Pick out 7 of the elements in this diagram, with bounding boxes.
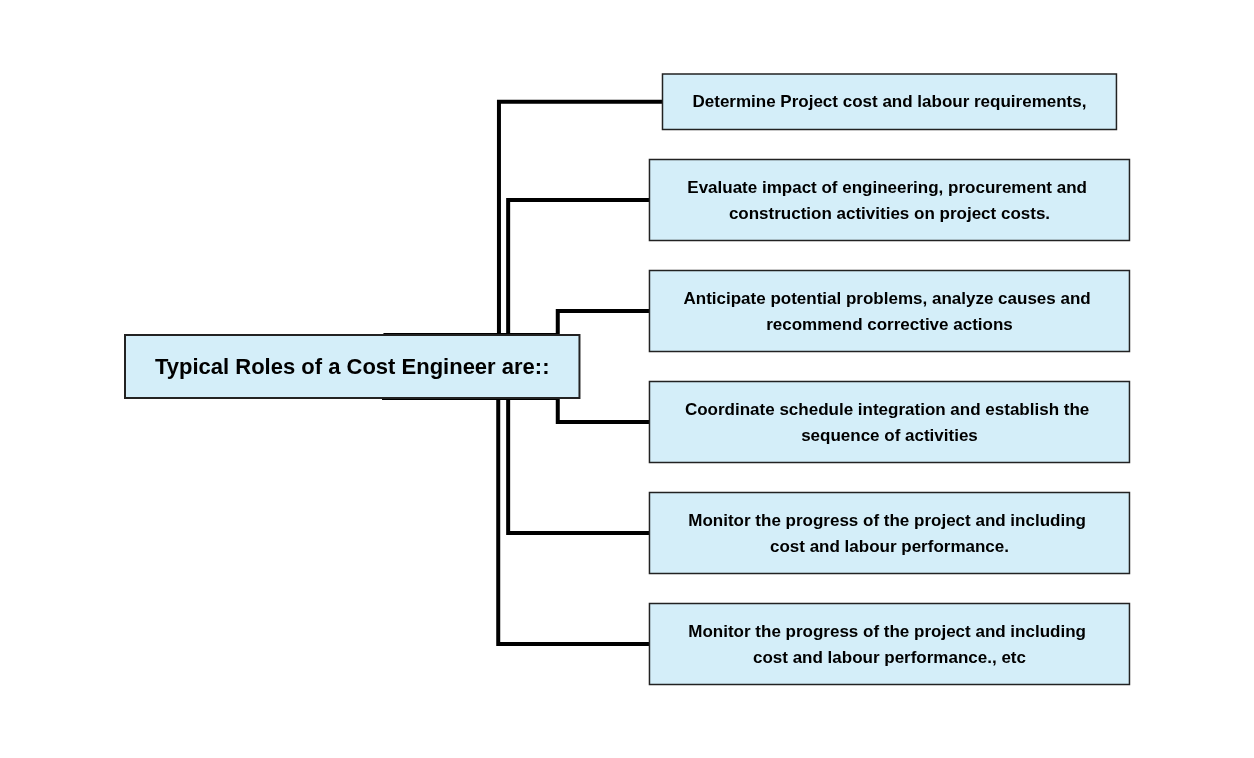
- node-box: Typical Roles of a Cost Engineer are::: [123, 333, 581, 399]
- node-box: Monitor the progress of the project and including cost and labour performance., etc: [648, 602, 1130, 685]
- node-box: Coordinate schedule integration and establish the sequence of activities: [648, 380, 1130, 463]
- node-box: Anticipate potential problems, analyze causes and recommend corrective actions: [648, 269, 1130, 352]
- node-box: Monitor the progress of the project and including cost and labour performance.: [648, 491, 1130, 574]
- node-box: Determine Project cost and labour requirements,: [661, 73, 1117, 130]
- node-box: Evaluate impact of engineering, procurement and construction activities on project costs.: [648, 158, 1130, 241]
